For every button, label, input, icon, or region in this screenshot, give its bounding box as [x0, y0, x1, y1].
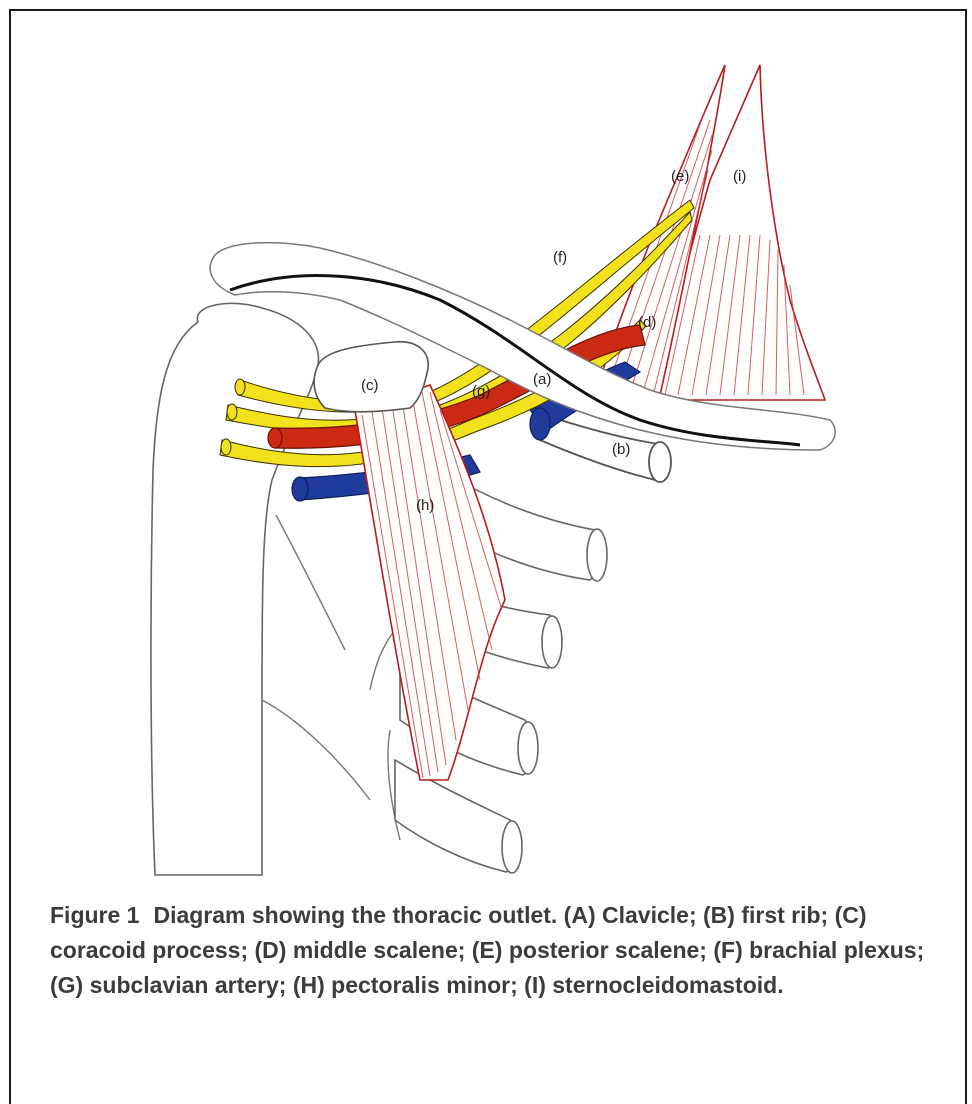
label-e: (e) — [671, 168, 689, 185]
label-g: (g) — [472, 383, 490, 400]
label-d: (d) — [638, 314, 656, 331]
label-c: (c) — [361, 377, 379, 394]
label-f: (f) — [553, 249, 567, 266]
label-h: (h) — [416, 497, 434, 514]
label-a: (a) — [533, 371, 551, 388]
caption-text: Diagram showing the thoracic outlet. (A)… — [50, 902, 924, 998]
label-i: (i) — [733, 168, 746, 185]
label-b: (b) — [612, 441, 630, 458]
figure-number: Figure 1 — [50, 902, 139, 928]
